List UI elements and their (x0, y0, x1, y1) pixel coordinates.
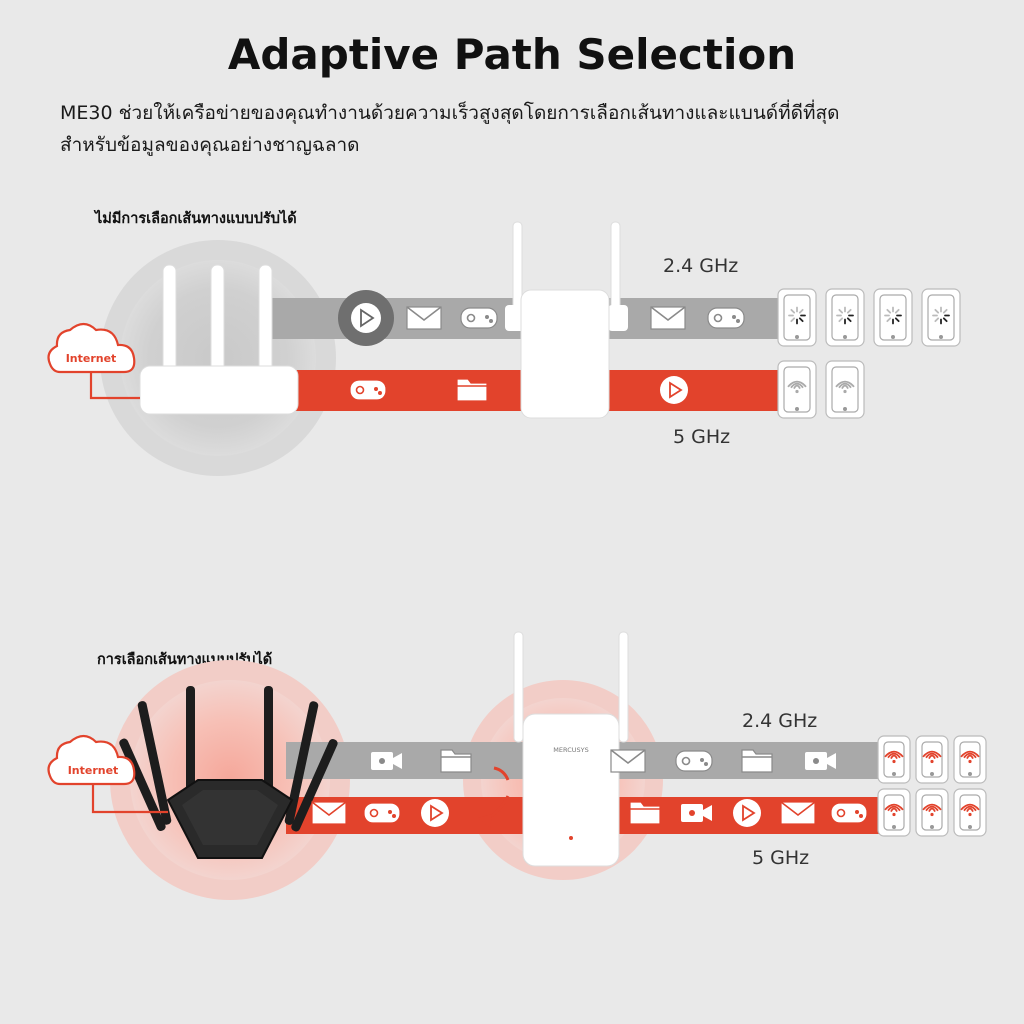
device-wifi (877, 788, 911, 837)
wifi-icon (922, 803, 942, 817)
device-wifi (915, 788, 949, 837)
folder-icon (456, 378, 488, 402)
wifi-icon (922, 750, 942, 764)
loading-icon (788, 306, 806, 325)
wifi-icon (884, 750, 904, 764)
folder-icon (741, 749, 773, 773)
internet-cloud-adaptive: Internet (47, 734, 168, 814)
gamepad-icon (830, 802, 868, 824)
page-title: Adaptive Path Selection (227, 30, 797, 79)
mail-icon (406, 306, 442, 330)
device-loading (873, 288, 913, 347)
wifi-icon (960, 803, 980, 817)
gamepad-icon (349, 379, 387, 401)
extender-white (505, 221, 628, 419)
extender-brand: MERCUSYS (553, 746, 588, 754)
play-badge (338, 290, 394, 346)
subtitle-line-2: สำหรับข้อมูลของคุณอย่างชาญฉลาด (60, 134, 360, 156)
internet-cloud: Internet (47, 322, 140, 400)
loading-icon (884, 306, 902, 325)
device-loading (825, 288, 865, 347)
gamepad-icon (460, 307, 498, 329)
device-wifi (825, 360, 865, 419)
wifi-icon (960, 750, 980, 764)
band-label-24-with: 2.4 GHz (742, 710, 818, 732)
band-label-5-without: 5 GHz (673, 426, 731, 448)
play-icon (733, 799, 761, 827)
section-label-without: ไม่มีการเลือกเส้นทางแบบปรับได้ (95, 211, 297, 227)
wifi-icon (884, 803, 904, 817)
loading-icon (932, 306, 950, 325)
band-label-5-with: 5 GHz (752, 847, 810, 869)
gamepad-icon (363, 802, 401, 824)
video-icon (681, 804, 712, 822)
gamepad-icon (707, 307, 745, 329)
mail-icon (311, 801, 347, 825)
folder-icon (629, 801, 661, 825)
mail-icon (610, 749, 646, 773)
subtitle: ME30 ช่วยให้เครือข่ายของคุณทำงานด้วยความ… (60, 97, 980, 161)
router-white (139, 264, 299, 415)
mail-icon (650, 306, 686, 330)
device-loading (921, 288, 961, 347)
band-label-24-without: 2.4 GHz (663, 255, 739, 277)
loading-icon (836, 306, 854, 325)
wifi-icon (835, 380, 855, 394)
internet-label-adaptive: Internet (68, 764, 119, 777)
play-icon (421, 799, 449, 827)
play-icon (660, 376, 688, 404)
gamepad-icon (675, 750, 713, 772)
device-wifi (777, 360, 817, 419)
extender-mercusys: MERCUSYS (513, 631, 629, 867)
folder-icon (440, 749, 472, 773)
device-wifi (877, 735, 911, 784)
path-switch-icon (478, 766, 510, 828)
device-wifi (915, 735, 949, 784)
wifi-icon (787, 380, 807, 394)
video-icon (371, 752, 402, 770)
subtitle-line-1: ME30 ช่วยให้เครือข่ายของคุณทำงานด้วยความ… (60, 102, 840, 124)
internet-label: Internet (66, 352, 117, 365)
mail-icon (780, 801, 816, 825)
device-wifi (953, 735, 987, 784)
device-loading (777, 288, 817, 347)
device-wifi (953, 788, 987, 837)
video-icon (805, 752, 836, 770)
